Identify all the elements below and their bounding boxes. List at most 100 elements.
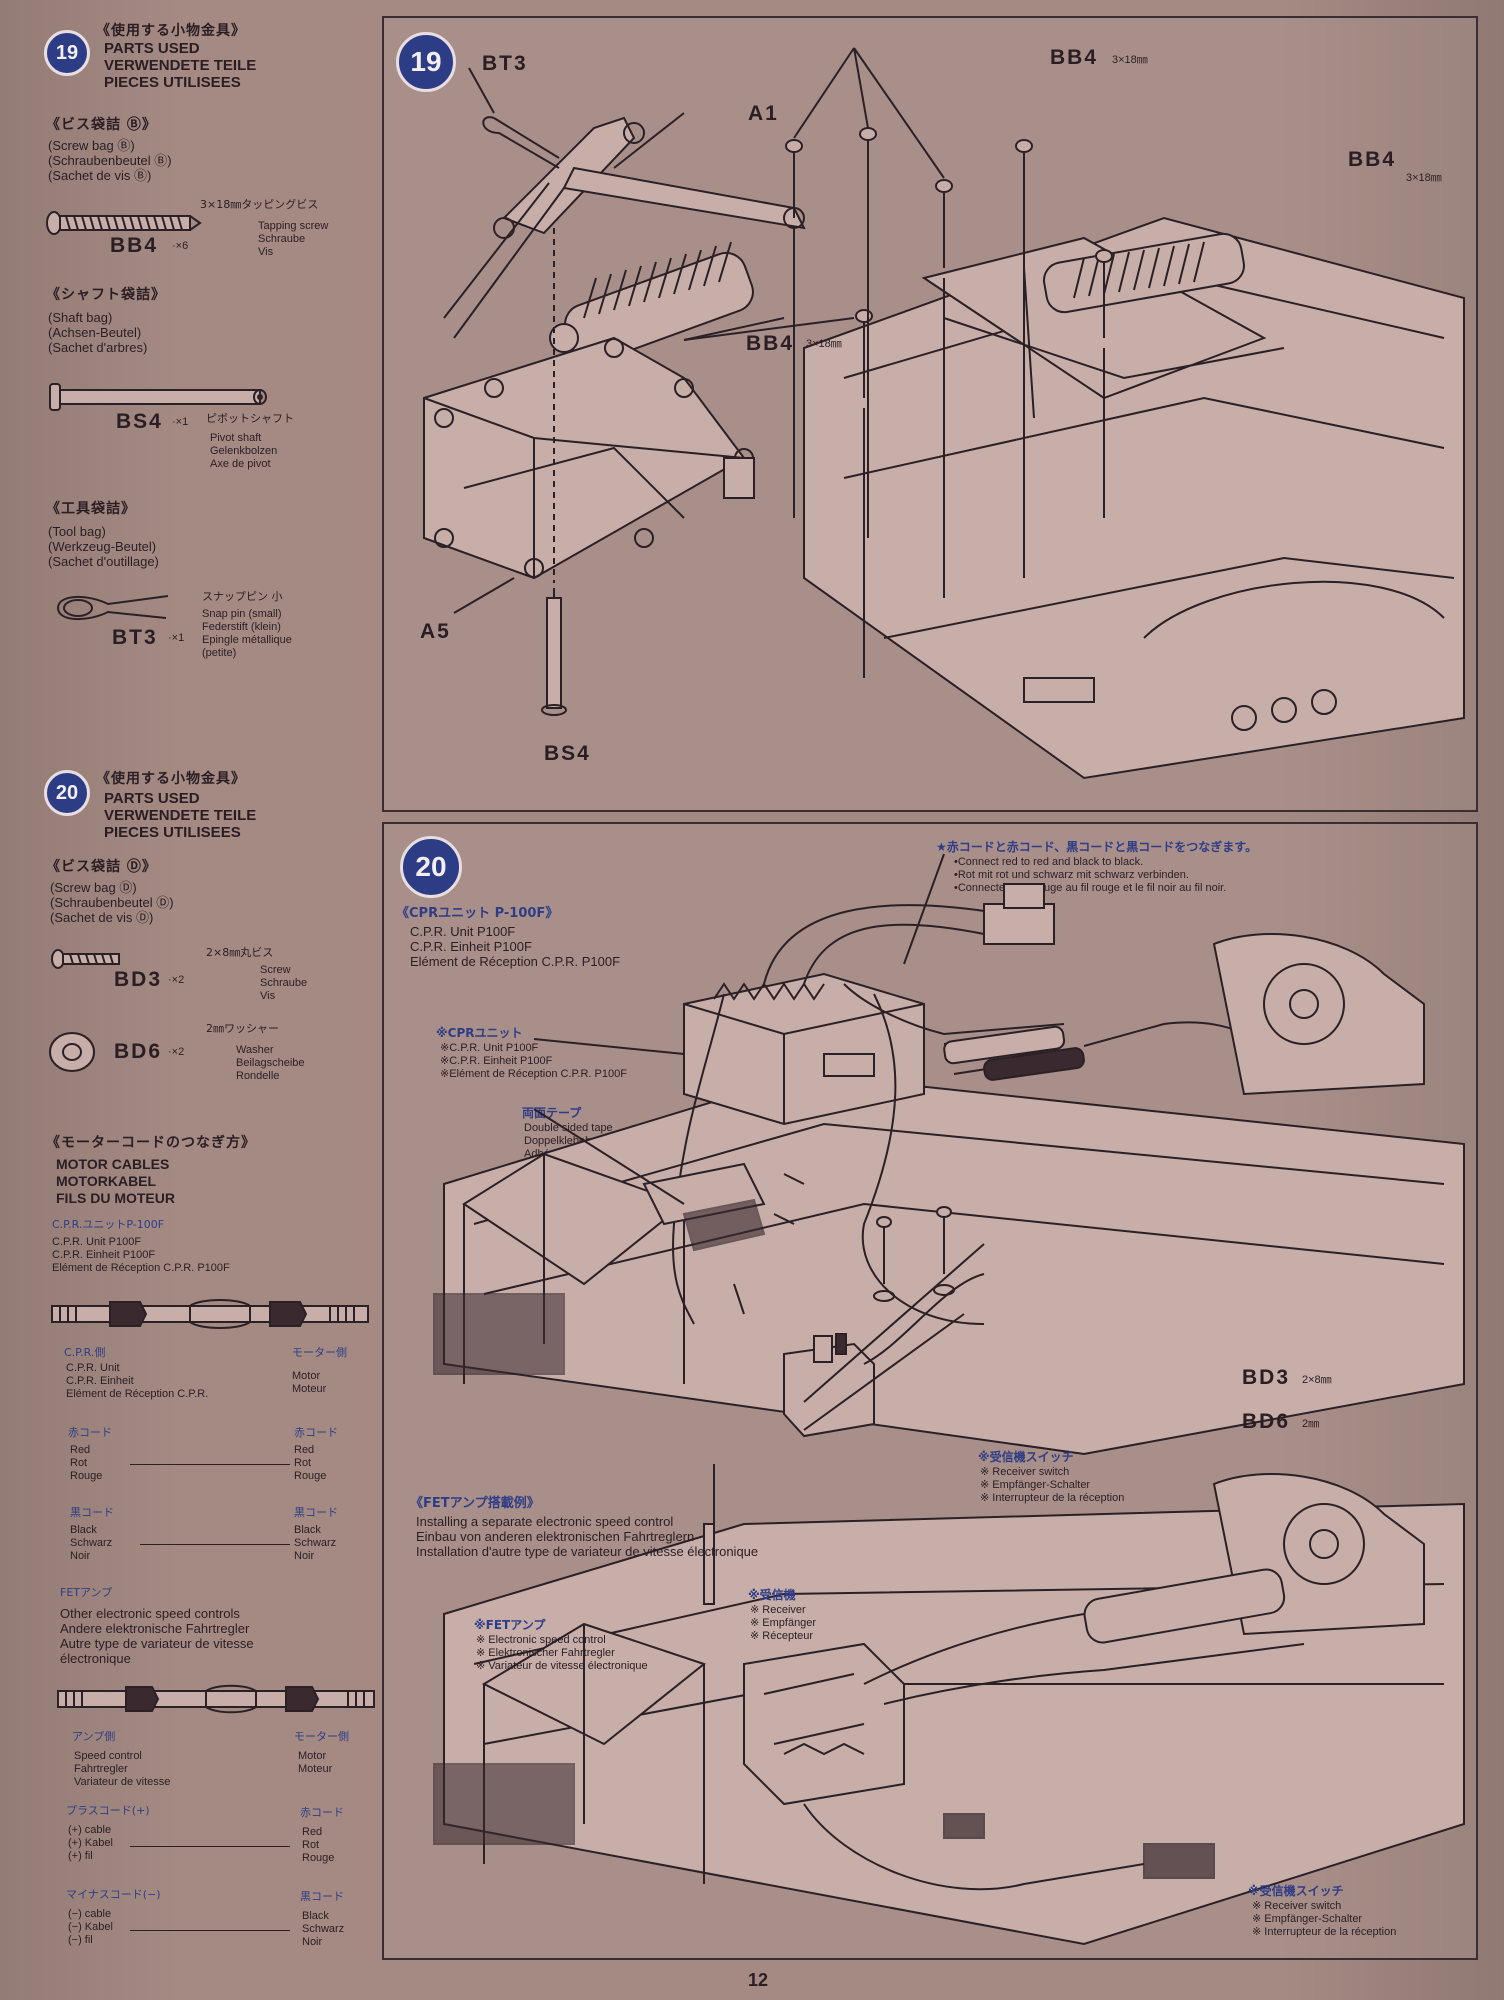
parts-used-fr: PIECES UTILISEES — [104, 74, 241, 91]
tool-bag-fr: (Sachet d'outillage) — [48, 554, 159, 569]
bt3-code: BT3 — [112, 626, 158, 649]
bs4-desc-fr: Axe de pivot — [210, 458, 271, 470]
bt3-desc-fr2: (petite) — [202, 647, 237, 659]
red-de: Rot — [70, 1457, 88, 1469]
motor-side2-jp: モーター側 — [294, 1730, 349, 1743]
bb4-qty: ·×6 — [172, 240, 189, 252]
black2: Black Schwarz Noir — [302, 1910, 344, 1949]
black-fr-r: Noir — [294, 1550, 315, 1562]
cpr-callout-fr: ※Elément de Réception C.P.R. P100F — [440, 1068, 627, 1080]
bs4-desc: Pivot shaft Gelenkbolzen Axe de pivot — [210, 432, 277, 471]
screw-bag-d-de: (Schraubenbeutel Ⓓ) — [50, 895, 174, 910]
label-bb4-left: BB4 — [746, 332, 795, 355]
motor-side-jp: モーター側 — [292, 1346, 347, 1359]
panel-20-badge: 20 — [400, 836, 462, 898]
parts-used-de-20: VERWENDETE TEILE — [104, 807, 257, 824]
bd6-size-jp: 2㎜ワッシャー — [206, 1022, 279, 1035]
cpr-callout-jp: ※CPRユニット — [436, 1026, 523, 1040]
motor-side-en: Motor — [292, 1370, 321, 1382]
bt3-size-jp: スナップピン 小 — [202, 590, 283, 603]
bd6-desc: Washer Beilagscheibe Rondelle — [236, 1044, 305, 1083]
receiver-switch2-fr: ※ Interrupteur de la réception — [1252, 1926, 1397, 1938]
label-a5: A5 — [420, 620, 451, 643]
bs4-size-jp: ピボットシャフト — [206, 412, 294, 425]
cpr-side: C.P.R. Unit C.P.R. Einheit Elément de Ré… — [66, 1362, 208, 1401]
fet-fr: Autre type de variateur de vitesse — [60, 1636, 254, 1651]
black-cord-jp: 黒コード — [70, 1506, 114, 1519]
plus-en: (+) cable — [68, 1824, 112, 1836]
receiver-switch2-en: ※ Receiver switch — [1252, 1900, 1342, 1912]
motor-cables-fr: FILS DU MOTEUR — [56, 1190, 175, 1206]
receiver-callout-fr: ※ Récepteur — [750, 1630, 814, 1642]
tapping-screw-icon — [46, 211, 202, 235]
bb4-desc-fr: Vis — [258, 246, 274, 258]
screw-bag-d-jp: 《ビス袋詰 Ⓓ》 — [46, 859, 157, 875]
black-de-r: Schwarz — [294, 1537, 337, 1549]
esc-callout-fr: ※ Variateur de vitesse électronique — [476, 1660, 648, 1672]
label-bb4-top-size: 3×18㎜ — [1112, 54, 1148, 66]
plus-cord-jp: プラスコード(+) — [66, 1804, 150, 1817]
red2-en: Red — [302, 1826, 323, 1838]
amp-de: Fahrtregler — [74, 1763, 128, 1775]
esc-callout: ※ Electronic speed control ※ Elektronisc… — [476, 1634, 648, 1673]
red2: Red Rot Rouge — [302, 1826, 334, 1865]
label-bb4-top: BB4 — [1050, 46, 1099, 69]
screw-bag-b-jp: 《ビス袋詰 Ⓑ》 — [46, 117, 157, 133]
motor-side: Motor Moteur — [292, 1370, 326, 1396]
receiver-callout: ※ Receiver ※ Empfänger ※ Récepteur — [750, 1604, 816, 1643]
amp-fr: Variateur de vitesse — [74, 1776, 171, 1788]
cpr-unit-en: C.P.R. Unit P100F — [52, 1236, 142, 1248]
step19-parts-used: PARTS USED VERWENDETE TEILE PIECES UTILI… — [104, 40, 256, 91]
cpr-unit-de: C.P.R. Einheit P100F — [52, 1249, 156, 1261]
screw-bag-b-fr: (Sachet de vis Ⓑ) — [48, 168, 152, 183]
step-20-illustration — [433, 853, 1465, 1946]
fet-install-fr: Installation d'autre type de variateur d… — [416, 1544, 759, 1559]
receiver-switch: ※ Receiver switch ※ Empfänger-Schalter ※… — [980, 1466, 1124, 1505]
screw-bag-d-names: (Screw bag Ⓓ) (Schraubenbeutel Ⓓ) (Sache… — [50, 880, 174, 925]
fet-install-jp: 《FETアンプ搭載例》 — [410, 1496, 540, 1511]
pivot-shaft-icon — [49, 383, 267, 411]
black-connector-line — [140, 1544, 290, 1545]
motor-cables-title: MOTOR CABLES MOTORKABEL FILS DU MOTEUR — [56, 1156, 175, 1207]
screw-bag-d-en: (Screw bag Ⓓ) — [50, 880, 137, 895]
cpr-side-jp: C.P.R.側 — [64, 1346, 106, 1359]
step-20-badge: 20 — [44, 770, 90, 816]
receiver-switch-de: ※ Empfänger-Schalter — [980, 1479, 1091, 1491]
plus-fr: (+) fil — [68, 1850, 93, 1862]
fet-amp-desc: Other electronic speed controls Andere e… — [60, 1606, 254, 1666]
connect-note-jp: ★赤コードと赤コード、黒コードと黒コードをつなぎます。 — [936, 840, 1258, 854]
tape-jp: 両面テープ — [522, 1106, 582, 1120]
bd3-desc-fr: Vis — [260, 990, 276, 1002]
bd3-desc-en: Screw — [260, 964, 291, 976]
esc-callout-en: ※ Electronic speed control — [476, 1634, 606, 1646]
panel-19-badge: 19 — [396, 32, 456, 92]
label-bb4-right: BB4 — [1348, 148, 1397, 171]
bd6-qty: ·×2 — [168, 1046, 185, 1058]
bb4-desc-en: Tapping screw — [258, 220, 329, 232]
bt3-qty: ·×1 — [168, 632, 185, 644]
minus-cord: (−) cable (−) Kabel (−) fil — [68, 1908, 113, 1947]
black-cord-right-jp: 黒コード — [294, 1506, 338, 1519]
black-fr: Noir — [70, 1550, 91, 1562]
motor-cables-en: MOTOR CABLES — [56, 1156, 170, 1172]
red-cord-right-jp: 赤コード — [294, 1426, 338, 1439]
cpr-unit-panel-en: C.P.R. Unit P100F — [410, 924, 516, 939]
parts-used-en: PARTS USED — [104, 40, 200, 57]
cpr-unit-panel-fr: Elément de Réception C.P.R. P100F — [410, 954, 621, 969]
esc-connector-illustration — [57, 1684, 375, 1714]
cpr-unit-panel-de: C.P.R. Einheit P100F — [410, 939, 532, 954]
black2-jp: 黒コード — [300, 1890, 344, 1903]
cpr-side-de: C.P.R. Einheit — [66, 1375, 134, 1387]
esc-callout-jp: ※FETアンプ — [474, 1618, 546, 1632]
connect-note-de: •Rot mit rot und schwarz mit schwarz ver… — [954, 869, 1189, 881]
cpr-connector-illustration — [51, 1299, 369, 1329]
cpr-callout: ※C.P.R. Unit P100F ※C.P.R. Einheit P100F… — [440, 1042, 627, 1081]
fet-de: Andere elektronische Fahrtregler — [60, 1621, 250, 1636]
shaft-bag-en: (Shaft bag) — [48, 310, 113, 325]
black-en-r: Black — [294, 1524, 321, 1536]
bd6-desc-fr: Rondelle — [236, 1070, 280, 1082]
black2-de: Schwarz — [302, 1923, 345, 1935]
fet-fr2: électronique — [60, 1651, 131, 1666]
shaft-bag-jp: 《シャフト袋詰》 — [46, 287, 166, 303]
label-a1: A1 — [748, 102, 779, 125]
